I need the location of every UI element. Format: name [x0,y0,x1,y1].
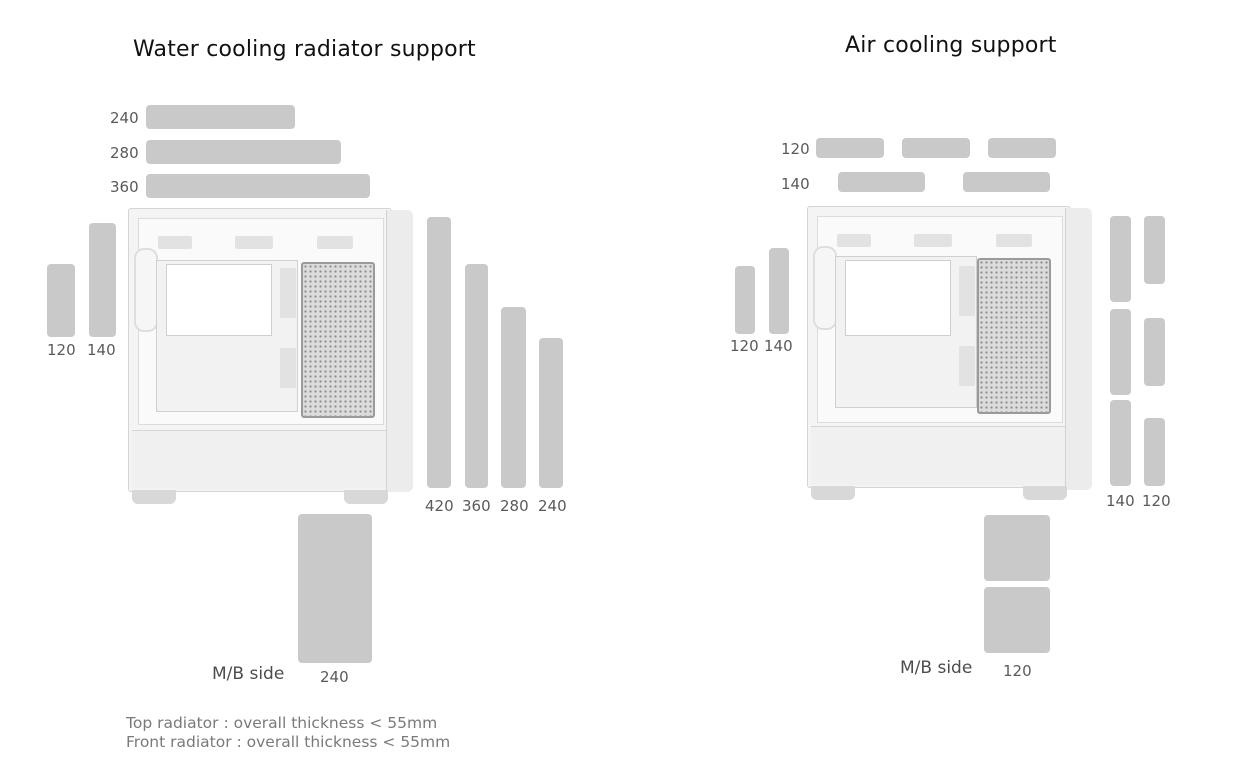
mb-side-fan-120-bar-2 [984,587,1050,653]
top-fan-120-bar-3 [988,138,1056,158]
top-fan-120-bar-2 [902,138,970,158]
front-280-label: 280 [500,497,529,515]
front-fan-120-bar-2 [1144,318,1165,386]
top-radiator-note: Top radiator : overall thickness < 55mm [126,714,438,732]
front-420-label: 420 [425,497,454,515]
front-420-bar [427,217,451,488]
rear-fan-120-label: 120 [730,337,759,355]
top-radiator-240-label: 240 [110,109,139,127]
mb-side-caption-right: M/B side [900,658,973,678]
front-fan-120-bar-3 [1144,418,1165,486]
top-fan-140-bar-2 [963,172,1050,192]
top-fan-140-label: 140 [781,175,810,193]
rear-120-bar [47,264,75,337]
front-240-label: 240 [538,497,567,515]
front-fan-120-label: 120 [1142,492,1171,510]
top-radiator-280-label: 280 [110,144,139,162]
front-360-bar [465,264,488,488]
mb-side-fan-120-label: 120 [1003,662,1032,680]
top-radiator-280-bar [146,140,341,164]
front-fan-140-label: 140 [1106,492,1135,510]
mb-side-caption: M/B side [212,664,285,684]
front-fan-140-bar-2 [1110,309,1131,395]
front-fan-140-bar-1 [1110,216,1131,302]
water-cooling-title: Water cooling radiator support [133,37,476,62]
top-radiator-240-bar [146,105,295,129]
top-fan-120-bar-1 [816,138,884,158]
mb-side-240-label: 240 [320,668,349,686]
rear-140-bar [89,223,116,337]
air-cooling-title: Air cooling support [845,33,1057,58]
rear-fan-140-bar [769,248,789,334]
rear-140-label: 140 [87,341,116,359]
rear-fan-140-label: 140 [764,337,793,355]
front-radiator-note: Front radiator : overall thickness < 55m… [126,733,451,751]
top-fan-140-bar-1 [838,172,925,192]
top-fan-120-label: 120 [781,140,810,158]
mb-side-fan-120-bar-1 [984,515,1050,581]
front-240-bar [539,338,563,488]
rear-120-label: 120 [47,341,76,359]
front-fan-140-bar-3 [1110,400,1131,486]
top-radiator-360-bar [146,174,370,198]
top-radiator-360-label: 360 [110,178,139,196]
rear-fan-120-bar [735,266,755,334]
pc-case-image-left [128,208,414,508]
pc-case-image-right [807,206,1095,504]
front-fan-120-bar-1 [1144,216,1165,284]
mb-side-240-bar [298,514,372,663]
air-cooling-panel: Air cooling support 120 140 120 140 140 … [640,0,1251,757]
front-360-label: 360 [462,497,491,515]
water-cooling-panel: Water cooling radiator support 240 280 3… [0,0,620,757]
front-280-bar [501,307,526,488]
